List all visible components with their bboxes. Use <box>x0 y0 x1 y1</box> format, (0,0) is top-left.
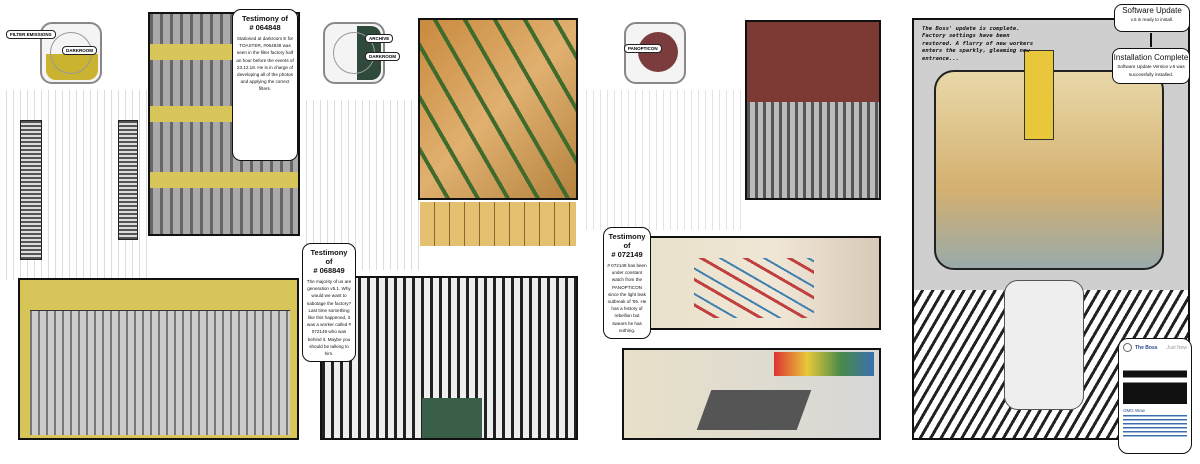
pipework-linework-2 <box>300 100 420 270</box>
factory-plan-icon-1: FILTER EMISSIONS DARKROOM <box>6 22 102 84</box>
notification-time: Just Now <box>1166 344 1187 351</box>
vertical-vent-left <box>20 120 42 260</box>
photo-grid-strip <box>420 202 576 246</box>
boss-avatar-icon <box>1123 343 1132 352</box>
filter-emissions-label: FILTER EMISSIONS <box>6 30 56 39</box>
machine-panel <box>18 278 299 440</box>
factory-plan-icon-3: PANOPTICON <box>624 22 686 84</box>
software-update-dialog: Software Update v.6 is ready to install. <box>1114 4 1190 32</box>
pipes-panel <box>622 236 881 330</box>
archive-panel <box>418 18 578 200</box>
conveyor-panel <box>622 348 881 440</box>
arrow-down-icon <box>1150 33 1152 47</box>
archive-label: ARCHIVE <box>365 34 394 43</box>
testimony-bubble-2: Testimony of # 068849 The majority of us… <box>302 243 356 363</box>
vertical-vent-right <box>118 120 138 240</box>
notification-card[interactable]: The Boss Just Now OMG Wow <box>1118 338 1192 454</box>
atrium-panel <box>320 276 578 440</box>
darkroom-label-2: DARKROOM <box>365 52 400 61</box>
darkroom-label: DARKROOM <box>62 46 97 55</box>
pipework-linework-3 <box>580 90 745 230</box>
installation-complete-dialog: Installation Complete Software Update Ve… <box>1112 48 1190 84</box>
narration-text: The Boss' update is complete. Factory se… <box>922 26 1034 62</box>
testimony-bubble-1: Testimony of # 064848 Stationed at darkr… <box>232 9 298 161</box>
panopticon-label: PANOPTICON <box>624 44 662 53</box>
notification-body-lines <box>1123 415 1187 439</box>
factory-plan-icon-2: ARCHIVE DARKROOM <box>323 22 400 84</box>
notification-app: The Boss <box>1135 344 1158 351</box>
panopticon-panel <box>745 20 881 200</box>
notification-headline: OMG Wow <box>1123 408 1145 413</box>
notification-image <box>1123 356 1187 404</box>
testimony-bubble-3: Testimony of # 072149 # 072149 has been … <box>603 227 651 340</box>
